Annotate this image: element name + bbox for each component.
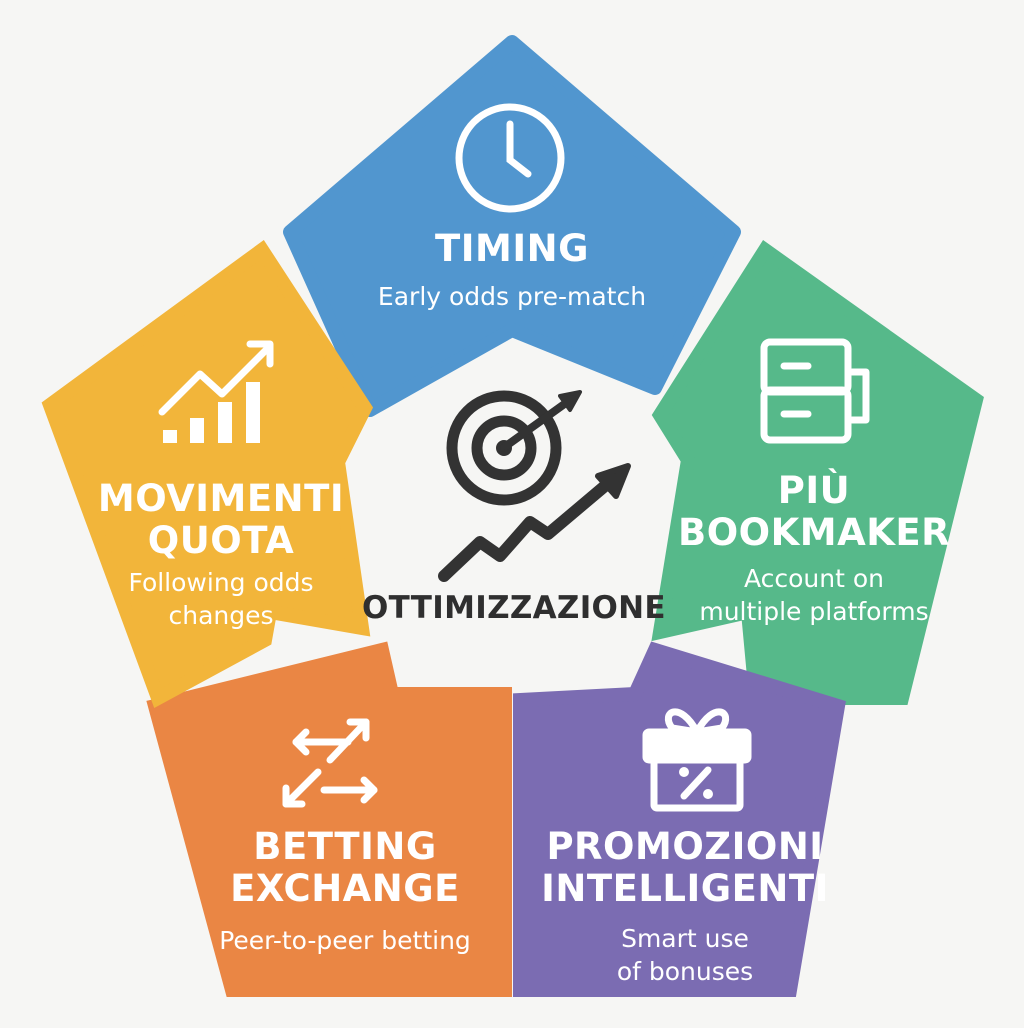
- rising-chart-icon: [158, 340, 274, 443]
- center-label: OTTIMIZZAZIONE: [362, 590, 666, 626]
- betting-exchange-title: BETTING EXCHANGE: [230, 825, 460, 910]
- betting-exchange-panel: [146, 641, 512, 997]
- timing-description: Early odds pre-match: [377, 282, 647, 311]
- betting-exchange-description: Peer-to-peer betting: [219, 926, 471, 955]
- gift-percent-icon: [642, 708, 752, 812]
- accounts-icon: [760, 338, 870, 444]
- piu-bookmaker-title: PIÙ BOOKMAKER: [678, 469, 951, 554]
- piu-bookmaker-panel: [651, 240, 984, 705]
- piu-bookmaker-description: Account on multiple platforms: [699, 564, 929, 626]
- target-growth-icon: [438, 390, 631, 582]
- movimenti-quota-title: MOVIMENTI QUOTA: [97, 477, 345, 562]
- promozioni-title: PROMOZIONI INTELLIGENTI: [541, 825, 829, 910]
- promozioni-description: Smart use of bonuses: [616, 924, 754, 986]
- timing-title: TIMING: [435, 227, 589, 270]
- clock-icon: [455, 103, 565, 213]
- promozioni-panel: [513, 641, 846, 997]
- exchange-arrows-icon: [282, 718, 378, 808]
- movimenti-quota-description: Following odds changes: [128, 568, 314, 630]
- movimenti-quota-panel: [41, 239, 374, 709]
- timing-panel: [283, 35, 741, 417]
